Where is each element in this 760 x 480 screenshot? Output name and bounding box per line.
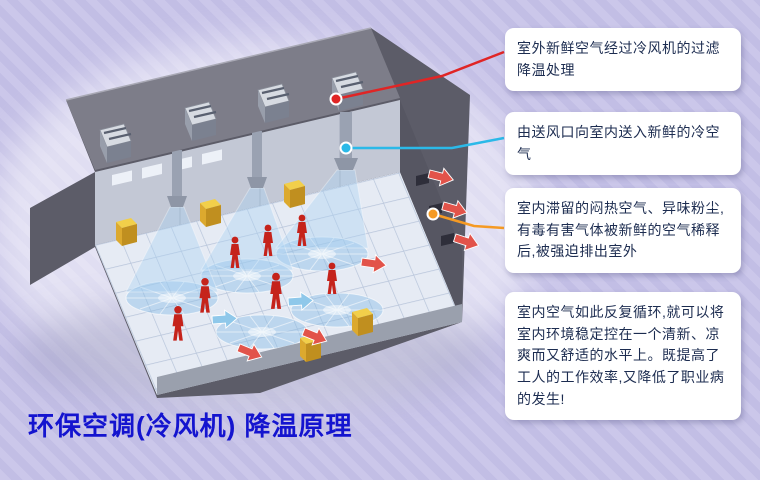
callout-cool-air-supply: 由送风口向室内送入新鲜的冷空气 xyxy=(505,112,741,176)
callout-circulation-text: 室内空气如此反复循环,就可以将室内环境稳定控在一个清新、凉爽而又舒适的水平上。既… xyxy=(517,304,725,407)
building-illustration xyxy=(0,27,540,410)
marker-fresh-air-dot xyxy=(329,92,343,106)
callout-circulation: 室内空气如此反复循环,就可以将室内环境稳定控在一个清新、凉爽而又舒适的水平上。既… xyxy=(505,292,741,421)
roof xyxy=(66,28,400,170)
callout-fresh-air-intake: 室外新鲜空气经过冷风机的过滤降温处理 xyxy=(505,28,741,92)
far-wall xyxy=(95,100,400,245)
roof-edge-highlight xyxy=(65,27,372,101)
cooling-unit-2 xyxy=(183,100,218,143)
callout-exhaust-out: 室内滞留的闷热空气、异味粉尘,有毒有害气体被新鲜的空气稀释后,被强迫排出室外 xyxy=(505,188,741,274)
callout-connectors xyxy=(329,50,505,230)
supply-duct-1 xyxy=(125,150,219,293)
marker-exhaust-dot xyxy=(426,207,440,221)
marker-supply-dot xyxy=(339,141,353,155)
callout-fresh-air-text: 室外新鲜空气经过冷风机的过滤降温处理 xyxy=(517,40,720,78)
cooling-unit-3 xyxy=(256,82,291,125)
callout-cool-air-text: 由送风口向室内送入新鲜的冷空气 xyxy=(517,124,720,162)
callout-exhaust-text: 室内滞留的闷热空气、异味粉尘,有毒有害气体被新鲜的空气稀释后,被强迫排出室外 xyxy=(517,200,725,260)
connector-exhaust-line xyxy=(432,212,505,230)
connector-supply-line xyxy=(346,136,505,150)
page-title: 环保空调(冷风机) 降温原理 xyxy=(28,411,353,441)
cooling-unit-1 xyxy=(98,122,133,165)
connector-fresh-air-line xyxy=(335,50,505,101)
